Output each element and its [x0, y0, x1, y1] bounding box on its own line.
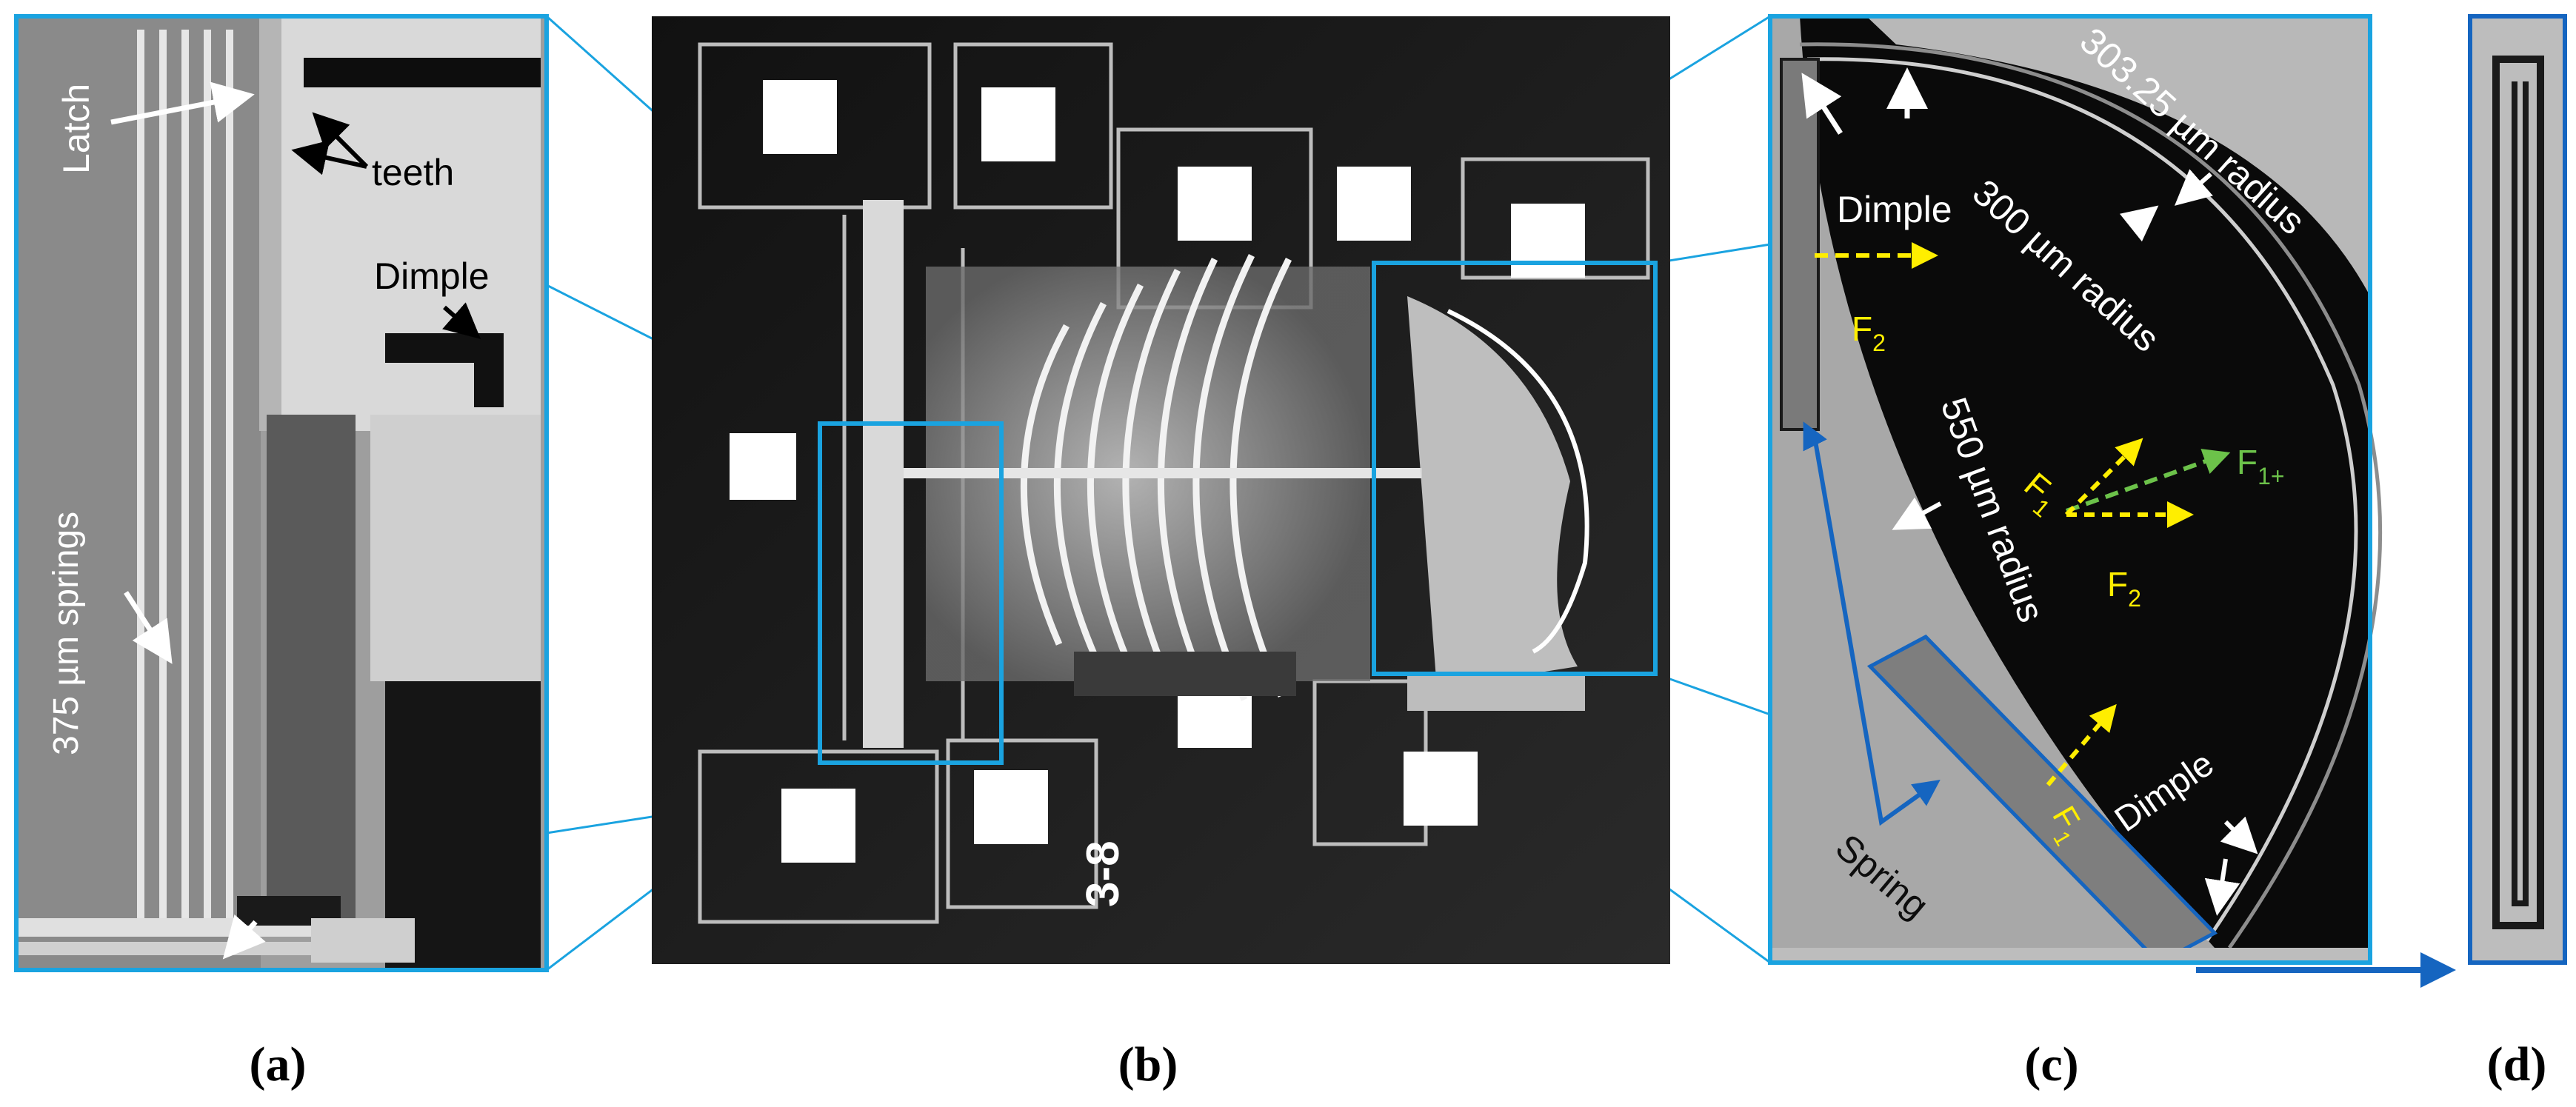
- teeth-label: teeth: [372, 152, 454, 193]
- radius-outer-arrow: [2174, 169, 2213, 206]
- comb-fingers: [267, 415, 356, 933]
- force-f1plus-arrow: [2065, 449, 2231, 513]
- springs-arrow: [124, 591, 173, 664]
- caption-d: (d): [2486, 1037, 2547, 1091]
- f2-top-label: F2: [1852, 310, 1886, 356]
- dimple-top-label: Dimple: [1837, 189, 1952, 230]
- caption-b: (b): [1118, 1037, 1178, 1091]
- pivot-arrow-1: [1801, 73, 1843, 135]
- caption-a: (a): [249, 1037, 307, 1091]
- springs: [137, 30, 233, 918]
- panel-c-frame: [1768, 14, 2372, 965]
- f1plus-label: F1+: [2237, 443, 2285, 489]
- dimple-arrow-a: [442, 302, 481, 339]
- panel-d: [2468, 14, 2567, 965]
- zoom-box-c: [1372, 261, 1658, 676]
- latch-bottom-arrow: [222, 914, 266, 960]
- radius-inner-arrow: [2119, 205, 2159, 242]
- panel-b: 3-8: [652, 16, 1670, 964]
- panel-a-frame: [14, 14, 549, 972]
- dimple-label-a: Dimple: [374, 255, 490, 297]
- teeth-arrow-1: [312, 112, 369, 169]
- springs-label: 375 µm springs: [47, 512, 86, 755]
- panel-a: Latch teeth Dimple 375 µm springs: [14, 14, 549, 972]
- latch-label: Latch: [56, 84, 97, 174]
- f2-mid-label: F2: [2107, 565, 2141, 612]
- panel-c: 303.25 µm radius 300 µm radius 550 µm ra…: [1768, 14, 2383, 966]
- radius-550-arrow: [1892, 497, 1942, 530]
- spring-callout-arrows: [1803, 421, 1941, 826]
- force-f1-bottom-arrow: [2046, 703, 2117, 786]
- teeth-arrow-2: [291, 140, 367, 175]
- chip-id: 3-8: [1078, 840, 1129, 907]
- bond-pads: [730, 80, 1585, 863]
- caption-c: (c): [2024, 1037, 2079, 1091]
- panel-d-frame: [2468, 14, 2567, 965]
- diagonal-spring: [1866, 634, 2218, 966]
- latch-arrow: [110, 81, 255, 125]
- latch-teeth-comb: [259, 16, 281, 431]
- dimple-bottom-arrow-2: [2204, 858, 2240, 916]
- dimple-bottom-arrow-1: [2220, 816, 2258, 855]
- zoom-box-a: [818, 421, 1004, 765]
